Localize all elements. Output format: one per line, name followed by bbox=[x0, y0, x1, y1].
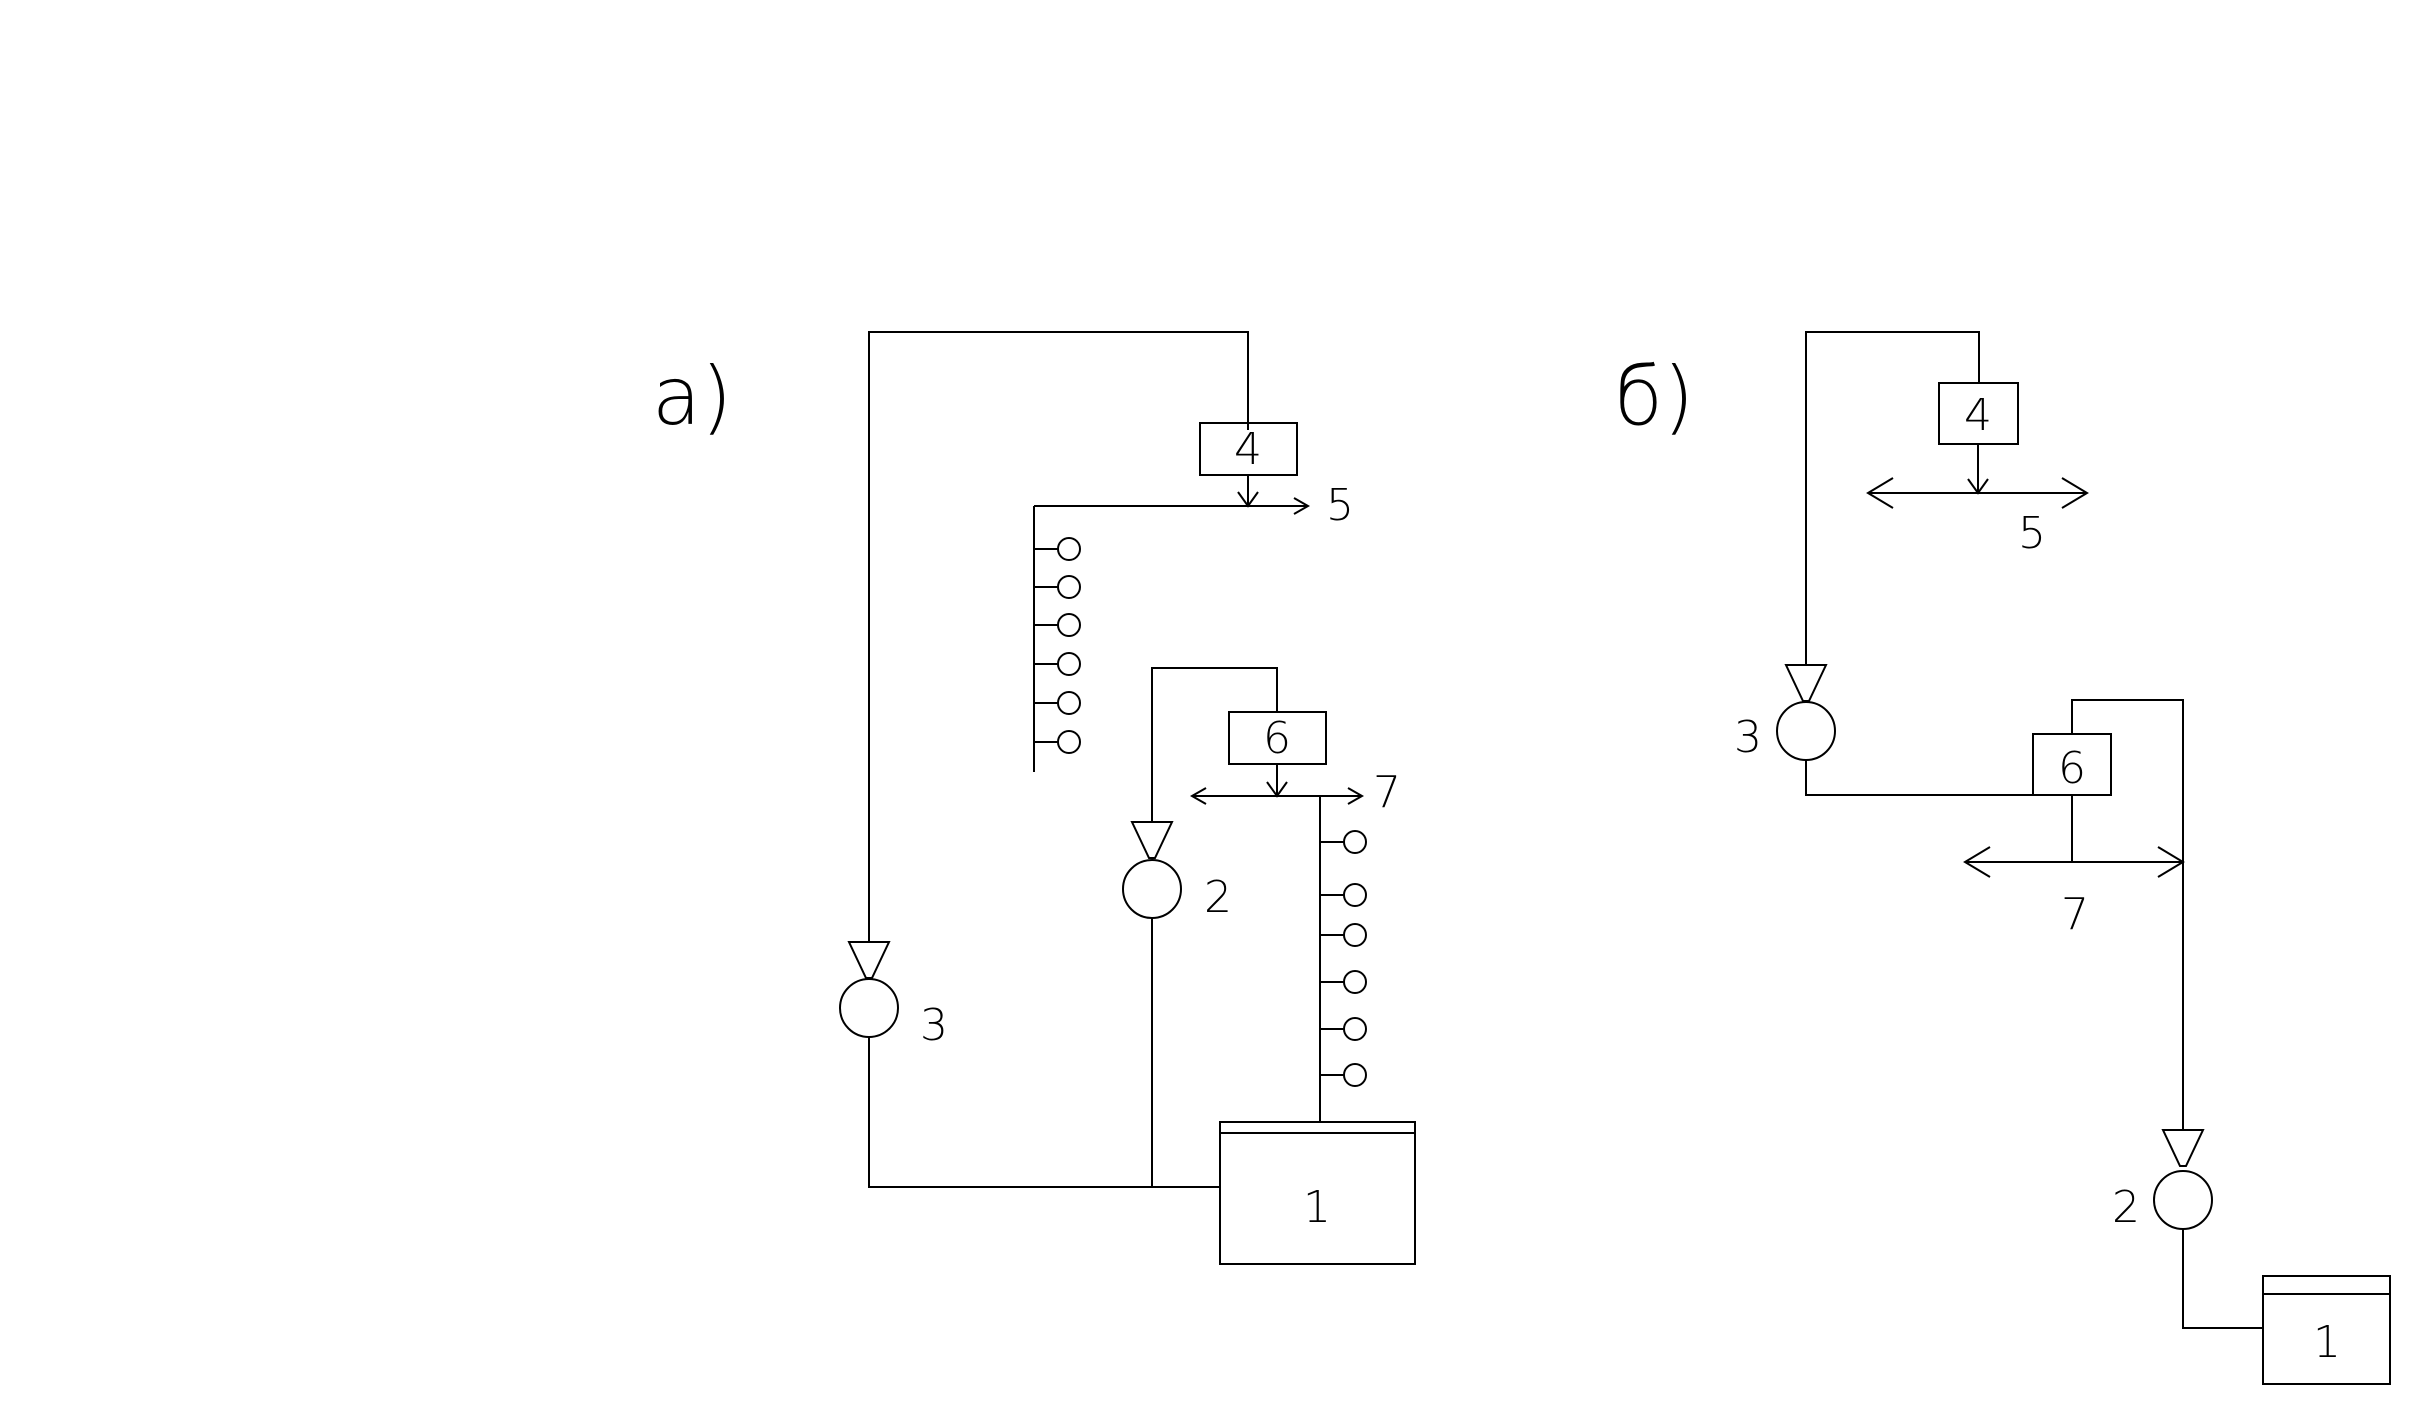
lower-block-label: 6 bbox=[1263, 713, 1291, 764]
upper-arrow-label: 5 bbox=[2018, 508, 2046, 559]
lower-pump bbox=[2153, 1129, 2213, 1230]
upper-arrow-label: 5 bbox=[1326, 480, 1354, 531]
nozzle bbox=[1343, 970, 1367, 994]
pump-body bbox=[1122, 859, 1182, 919]
lower-nozzle-group bbox=[1320, 830, 1367, 1087]
panel-a: а) 4 5 bbox=[651, 331, 1416, 1265]
tank-label: 1 bbox=[2313, 1317, 2341, 1368]
nozzle bbox=[1343, 923, 1367, 947]
lower-distribution-right-arrowhead bbox=[1347, 787, 1365, 805]
upper-pump bbox=[839, 941, 899, 1038]
pump-body bbox=[2153, 1170, 2213, 1230]
upper-distribution-arrowhead bbox=[1293, 497, 1311, 515]
upper-block-label: 4 bbox=[1234, 424, 1262, 475]
nozzle bbox=[1343, 1063, 1367, 1087]
panel-a-label: а) bbox=[652, 350, 732, 443]
upper-circuit-line bbox=[868, 331, 1249, 942]
nozzle bbox=[1343, 1017, 1367, 1041]
upper-pump-label: 3 bbox=[1734, 712, 1762, 763]
nozzle bbox=[1057, 575, 1081, 599]
lower-distribution-left-arrowhead bbox=[1189, 787, 1207, 805]
lower-pump-label: 2 bbox=[2112, 1182, 2140, 1233]
lower-pump bbox=[1122, 821, 1182, 919]
lower-circuit-line bbox=[1151, 667, 1278, 822]
upper-pump-label: 3 bbox=[920, 1000, 948, 1051]
tank bbox=[1219, 1121, 1416, 1265]
nozzle bbox=[1057, 730, 1081, 754]
upper-nozzle-group bbox=[1034, 537, 1081, 754]
lower-distribution-left-arrowhead bbox=[1963, 846, 1991, 878]
nozzle bbox=[1057, 691, 1081, 715]
pump-body bbox=[839, 978, 899, 1038]
pump-inlet-cone bbox=[1784, 664, 1828, 702]
pump-inlet-cone bbox=[1130, 821, 1174, 859]
panel-b: б) 4 5 3 6 7 bbox=[1613, 331, 2391, 1385]
upper-distribution-left-arrowhead bbox=[1866, 477, 1894, 509]
pump-body bbox=[1776, 701, 1836, 761]
pump-inlet-cone bbox=[847, 941, 891, 979]
nozzle bbox=[1057, 652, 1081, 676]
lower-pump-label: 2 bbox=[1204, 872, 1232, 923]
tank-label: 1 bbox=[1303, 1182, 1331, 1233]
nozzle bbox=[1343, 830, 1367, 854]
lower-distribution-right-arrowhead bbox=[2157, 846, 2185, 878]
upper-pump bbox=[1776, 664, 1836, 761]
tank bbox=[2262, 1275, 2391, 1385]
upper-distribution-right-arrowhead bbox=[2061, 477, 2089, 509]
upper-circuit-line bbox=[1805, 331, 1980, 665]
panel-b-label: б) bbox=[1614, 350, 1694, 443]
tank-body bbox=[1219, 1121, 1416, 1265]
pump-inlet-cone bbox=[2161, 1129, 2205, 1167]
nozzle bbox=[1343, 883, 1367, 907]
lower-return-line bbox=[868, 1037, 1220, 1188]
lower-arrow-label: 7 bbox=[1373, 767, 1401, 818]
upper-block-label: 4 bbox=[1964, 390, 1992, 441]
upper-pump-outlet-line bbox=[1805, 760, 2033, 796]
right-riser-line bbox=[2071, 699, 2184, 1130]
lower-block-label: 6 bbox=[2058, 743, 2086, 794]
lower-pump-outlet-line bbox=[2182, 1229, 2263, 1329]
nozzle bbox=[1057, 537, 1081, 561]
lower-arrow-label: 7 bbox=[2061, 889, 2089, 940]
nozzle bbox=[1057, 613, 1081, 637]
tank-body bbox=[2262, 1275, 2391, 1385]
